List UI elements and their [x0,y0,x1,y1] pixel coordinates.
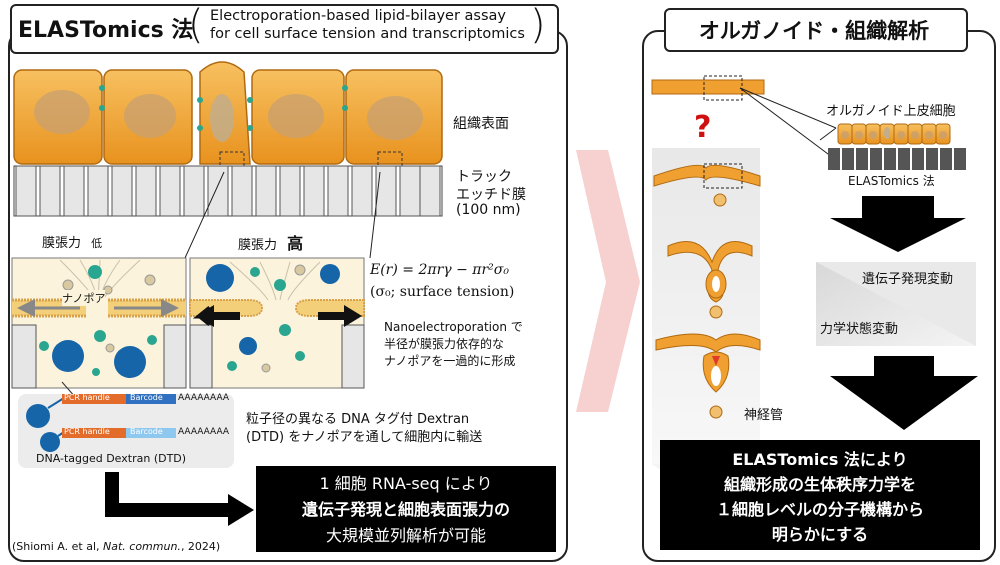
nanopore-label: ナノポア [62,290,106,306]
mechanical-state-change: 力学状態変動 [820,322,899,337]
left-result-line-2: 遺伝子発現と細胞表面張力の [301,500,510,519]
nanoep-line-3: ナノポアを一過的に形成 [384,354,516,368]
left-result-line-3: 大規模並列解析が可能 [325,526,486,545]
low-tension-inset [11,257,187,389]
tension-equation-note: (σ₀; surface tension) [370,284,515,300]
title-line1-text: Electroporation-based lipid-bilayer assa… [210,8,506,24]
citation-post: , 2024) [180,540,221,553]
nanoep-line-1: Nanoelectroporation で [384,320,523,334]
tissue-surface-label: 組織表面 [453,116,509,132]
polya-1: AAAAAAAA [178,393,230,403]
barcode-1: Barcode [130,393,163,402]
citation: (Shiomi A. et al, Nat. commun., 2024) [12,540,220,553]
gene-mech-box [816,262,976,346]
right-result-line-3: １細胞レベルの分子機構から [715,500,924,519]
tension-equation: E(r) = 2πrγ − πr²σ₀ [370,262,509,278]
right-arrow-1 [830,196,966,252]
dtd-desc-2: (DTD) をナノポアを通して細胞内に輸送 [246,430,483,445]
dtd-to-result-arrow [105,472,254,526]
organoid-title-box [664,8,968,52]
epithelial-cells [13,61,443,165]
nanoep-line-2: 半径が膜張力依存的な [384,337,505,351]
membrane-label-1: トラック [456,169,512,185]
organoid-epithelium [739,87,966,170]
right-arrow-2 [830,356,978,430]
title-line2-text: for cell surface tension and transcripto… [210,26,525,42]
right-result-box [660,440,980,550]
left-result-line-1: 1 細胞 RNA-seq により [319,474,493,493]
membrane-label-2: エッチド膜 [456,187,526,203]
dtd-desc-1: 粒子径の異なる DNA タグ付 Dextran [246,412,470,427]
organoid-cell-label: オルガノイド上皮細胞 [826,104,956,119]
dtd-box [18,381,234,468]
neural-tube-label: 神経管 [744,408,784,423]
high-tension-inset [189,257,365,389]
elastomics-small-label: ELASTomics 法 [848,174,935,188]
track-etched-membrane [13,165,443,217]
tension-low-level: 低 [91,237,103,250]
title-expansion-line1: Electroporation-based lipid-bilayer assa… [210,8,506,24]
citation-pre: (Shiomi A. et al, [12,540,103,553]
right-result-line-1: ELASTomics 法により [732,450,908,469]
tension-low-text: 膜張力 [42,236,82,251]
tension-high-text: 膜張力 [238,238,278,253]
tension-high-level: 高 [287,234,304,253]
right-result-line-4: 明らかにする [771,525,869,544]
right-result-line-2: 組織形成の生体秩序力学を [723,475,916,494]
elastomics-title-box [10,4,559,54]
elastomics-title: ELASTomics 法 [18,18,194,43]
title-paren-open: ( [188,2,204,48]
tension-low-label: 膜張力 低 [42,232,102,251]
tension-high-label: 膜張力 高 [238,230,303,254]
organoid-title: オルガノイド・組織解析 [698,19,930,43]
barcode-2: Barcode [130,427,163,436]
dtd-label: DNA-tagged Dextran (DTD) [36,452,187,465]
polya-2: AAAAAAAA [178,427,230,437]
neurulation-stages [651,75,765,502]
title-paren-close: ) [530,2,546,48]
title-expansion-line2: for cell surface tension and transcripto… [210,26,525,42]
pcr-handle-1: PCR handle [64,393,110,402]
left-result-box [256,466,556,552]
question-mark: ? [694,110,712,145]
citation-journal: Nat. commun. [103,540,181,553]
gene-expression-change: 遺伝子発現変動 [862,272,954,287]
transition-arrow [576,150,640,412]
membrane-label-3: (100 nm) [456,202,521,218]
pcr-handle-2: PCR handle [64,427,110,436]
